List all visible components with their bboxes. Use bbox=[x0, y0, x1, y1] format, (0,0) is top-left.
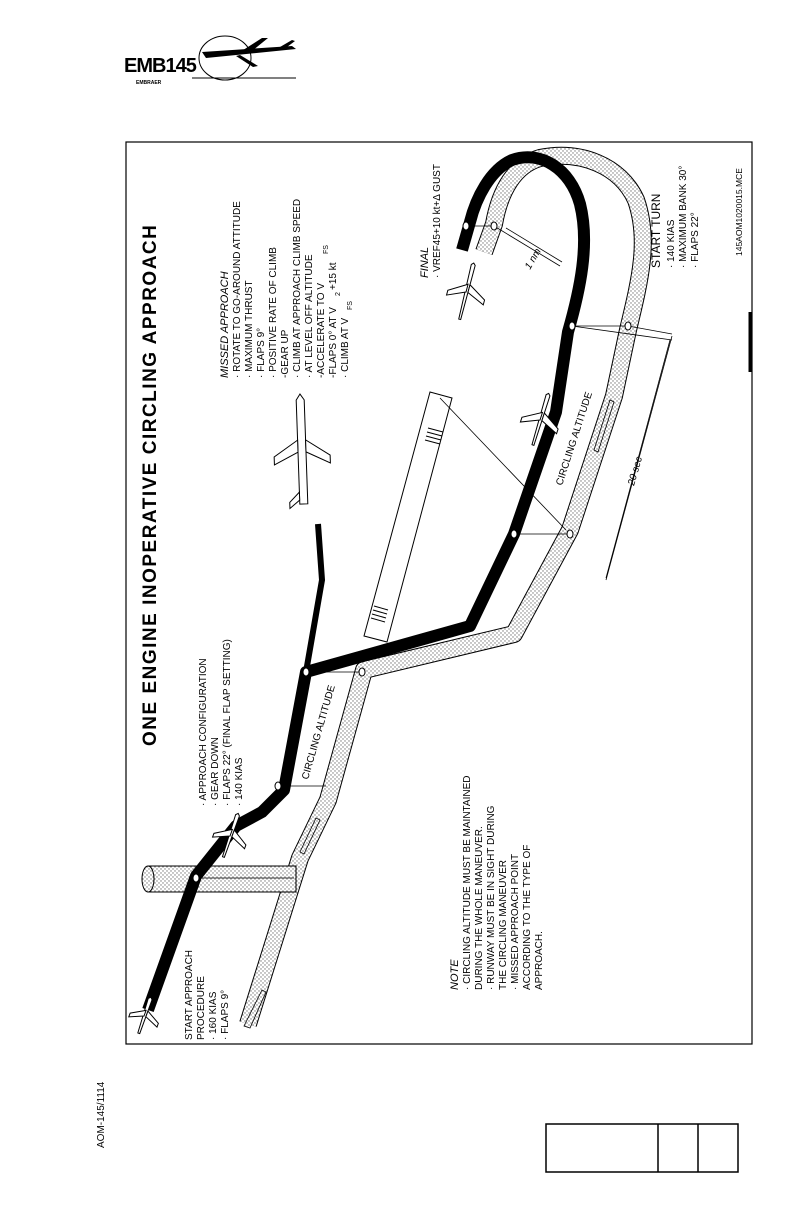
diagram-title: ONE ENGINE INOPERATIVE CIRCLING APPROACH bbox=[140, 224, 161, 746]
missed-approach-line: · ROTATE TO GO-AROUND ATTITUDE bbox=[232, 201, 243, 378]
note-block: NOTE · CIRCLING ALTITUDE MUST BE MAINTAI… bbox=[449, 776, 545, 990]
missed-approach-line: · AT LEVEL OFF ALTITUDE bbox=[304, 254, 315, 378]
logo-circle bbox=[198, 35, 252, 81]
flight-path bbox=[142, 151, 591, 1013]
missed-approach-line: -ACCELERATE TO V bbox=[316, 283, 327, 378]
note-line: DURING THE WHOLE MANEUVER. bbox=[474, 826, 485, 990]
runway bbox=[363, 391, 453, 643]
missed-approach-path bbox=[303, 523, 326, 673]
airplane-icon-config bbox=[211, 812, 247, 858]
start-approach-line: · 160 KIAS bbox=[208, 991, 219, 1040]
missed-approach-line: · MAXIMUM THRUST bbox=[244, 280, 255, 378]
figure-frame bbox=[125, 141, 753, 1045]
missed-approach-line: · POSITIVE RATE OF CLIMB bbox=[268, 247, 279, 378]
start-turn-line: · MAXIMUM BANK 30° bbox=[678, 166, 689, 268]
note-line: · RUNWAY MUST BE IN SIGHT DURING bbox=[486, 805, 497, 990]
airplane-icon-final bbox=[445, 262, 486, 321]
missed-approach-line: -FLAPS 0° AT V bbox=[328, 307, 339, 378]
start-approach-heading: START APPROACH bbox=[184, 950, 195, 1040]
start-turn-heading: START TURN bbox=[649, 194, 663, 268]
missed-approach-block: MISSED APPROACH · ROTATE TO GO-AROUND AT… bbox=[219, 199, 354, 378]
note-line: THE CIRCLING MANEUVER bbox=[498, 860, 509, 990]
final-block: FINAL · VREF45+10 kt+Δ GUST bbox=[419, 164, 443, 278]
start-turn-block: START TURN · 140 KIAS · MAXIMUM BANK 30°… bbox=[649, 166, 701, 268]
approach-config-block: · APPROACH CONFIGURATION · GEAR DOWN · F… bbox=[198, 639, 245, 806]
logo-airplane-icon bbox=[202, 38, 296, 67]
airplane-icon-start bbox=[128, 996, 159, 1035]
approach-cone bbox=[147, 865, 297, 893]
missed-approach-line: · CLIMB AT APPROACH CLIMB SPEED bbox=[292, 199, 303, 378]
approach-config-line: · APPROACH CONFIGURATION bbox=[198, 658, 209, 806]
start-turn-line: · FLAPS 22° bbox=[690, 212, 701, 268]
note-heading: NOTE bbox=[449, 959, 461, 990]
cone-end bbox=[141, 865, 155, 893]
note-line: ACCORDING TO THE TYPE OF bbox=[522, 845, 533, 990]
start-approach-line: · FLAPS 9° bbox=[220, 990, 231, 1040]
note-line: APPROACH. bbox=[534, 931, 545, 990]
logo-subtext: EMBRAER bbox=[136, 80, 162, 86]
waypoint-markers bbox=[192, 221, 632, 883]
note-line: · CIRCLING ALTITUDE MUST BE MAINTAINED bbox=[462, 776, 473, 990]
dimension-lines bbox=[505, 227, 671, 579]
approach-config-line: · FLAPS 22° (FINAL FLAP SETTING) bbox=[222, 639, 233, 806]
embraer-logo: EMB145 EMBRAER bbox=[124, 35, 296, 86]
missed-approach-subscript: 2 bbox=[335, 292, 342, 296]
start-approach-block: START APPROACH PROCEDURE · 160 KIAS · FL… bbox=[184, 950, 231, 1040]
missed-approach-line: · FLAPS 9° bbox=[256, 328, 267, 378]
logo-text: EMB145 bbox=[124, 55, 197, 77]
missed-approach-subscript: FS bbox=[347, 301, 354, 310]
airplane-shadow-icons bbox=[243, 399, 615, 1029]
missed-approach-heading: MISSED APPROACH bbox=[219, 271, 231, 378]
approach-config-line: · 140 KIAS bbox=[234, 757, 245, 806]
missed-approach-subscript: FS bbox=[323, 245, 330, 254]
final-heading: FINAL bbox=[419, 247, 431, 278]
missed-approach-line: · CLIMB AT V bbox=[340, 317, 351, 378]
revision-table bbox=[545, 1123, 739, 1173]
doc-code: AOM-145/1114 bbox=[96, 1081, 107, 1148]
start-turn-line: · 140 KIAS bbox=[666, 219, 677, 268]
missed-approach-line: -GEAR UP bbox=[280, 329, 291, 378]
start-approach-line: PROCEDURE bbox=[196, 976, 207, 1040]
note-line: · MISSED APPROACH POINT bbox=[510, 854, 521, 990]
airplane-icon-missed bbox=[273, 393, 331, 510]
final-line: · VREF45+10 kt+Δ GUST bbox=[432, 164, 443, 278]
approach-config-line: · GEAR DOWN bbox=[210, 737, 221, 806]
connector-lines bbox=[196, 225, 673, 879]
figure-code: 145AOM1020015.MCE bbox=[734, 168, 744, 256]
missed-approach-speed: +15 kt bbox=[328, 262, 339, 290]
airplane-icon-circling bbox=[519, 392, 559, 446]
